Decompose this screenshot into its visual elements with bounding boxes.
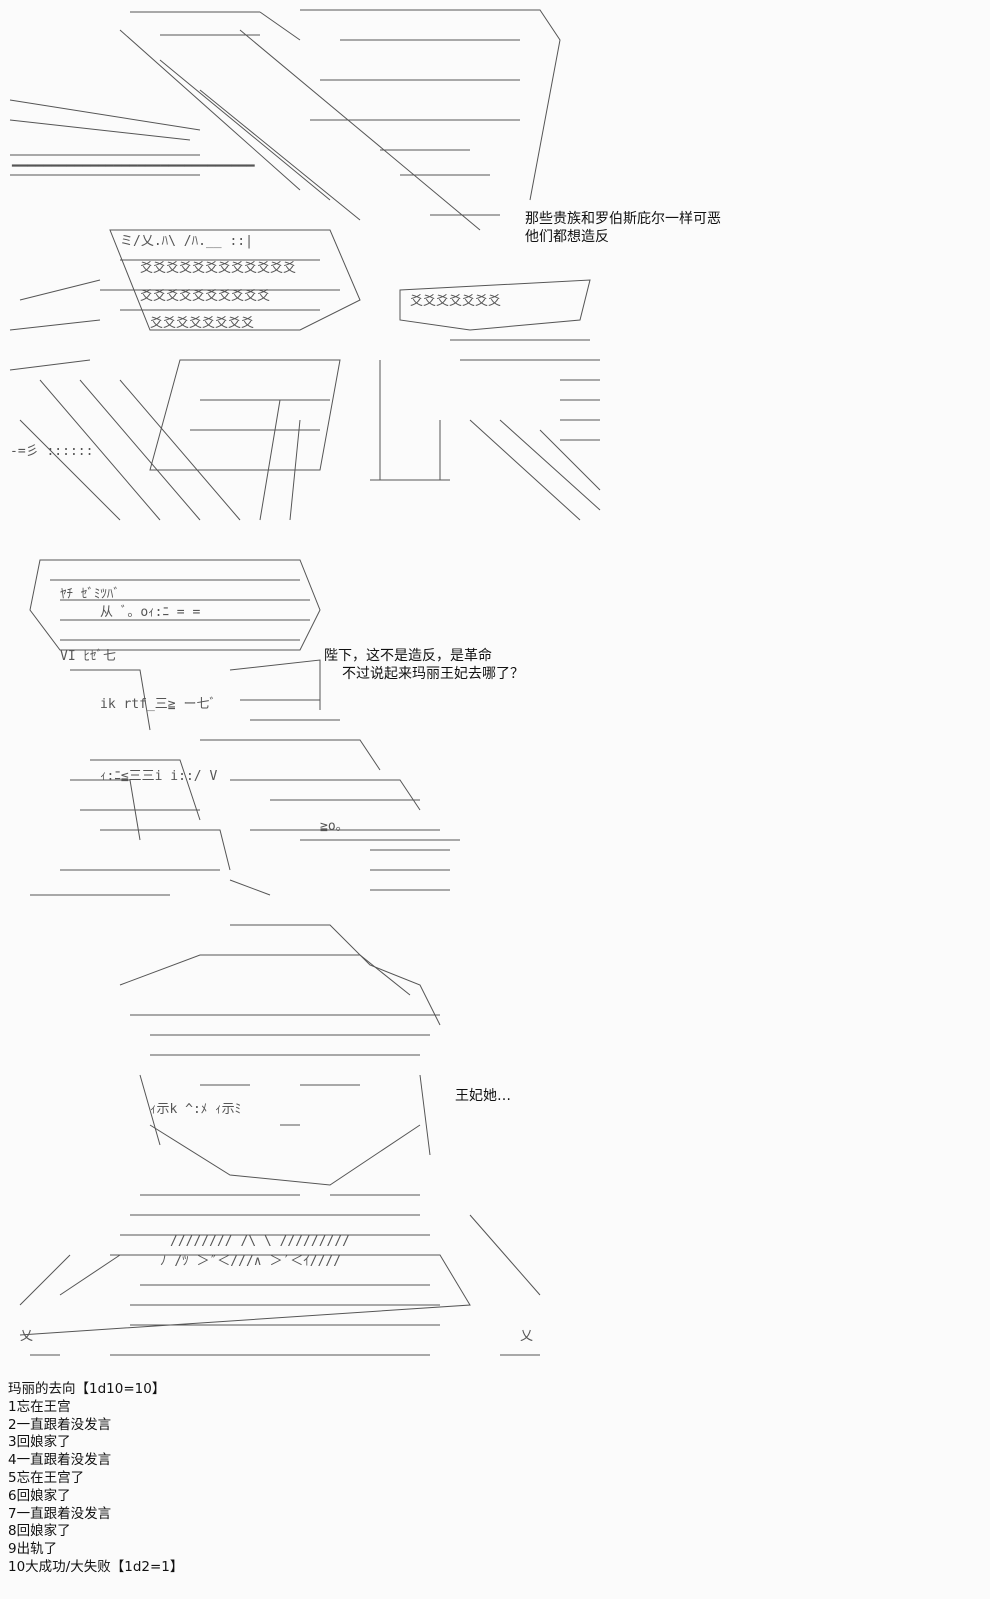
svg-text:ｨ:ﾆ≦三三i i::/ V: ｨ:ﾆ≦三三i i::/ V <box>100 769 217 784</box>
panel2-line-1: 陛下，这不是造反，是革命 <box>324 648 492 664</box>
svg-text:爻爻爻爻爻爻爻爻爻爻: 爻爻爻爻爻爻爻爻爻爻 <box>140 289 270 304</box>
roll-option: 7一直跟着没发言 <box>8 1505 112 1522</box>
svg-text:ik rtf_三≧ ー七ﾞ: ik rtf_三≧ ー七ﾞ <box>100 697 216 712</box>
svg-text:ﾔﾁ ｾﾞﾐﾂﾊﾞ: ﾔﾁ ｾﾞﾐﾂﾊﾞ <box>60 587 120 602</box>
svg-text:从 ﾞ。oｨ:ﾆ = =: 从 ﾞ。oｨ:ﾆ = = <box>100 605 200 620</box>
roll-option: 3回娘家了 <box>8 1434 71 1451</box>
svg-text:━━━━━━━━━━━━━━━━━━━━━━━━━━━━━━: ━━━━━━━━━━━━━━━━━━━━━━━━━━━━━━━ <box>11 159 255 174</box>
panel1-line-1: 那些贵族和罗伯斯庇尔一样可恶 <box>525 211 721 227</box>
svg-text://////// /\ \ /////////: //////// /\ \ ///////// <box>170 1234 350 1249</box>
roll-option: 2一直跟着没发言 <box>8 1416 112 1433</box>
roll-option: 9出轨了 <box>8 1541 58 1558</box>
panel1-dialogue: 那些贵族和罗伯斯庇尔一样可恶 他们都想造反 <box>525 210 721 246</box>
girl-ascii-art: ｨ示k ^:ﾒ ｨ示ﾐ //////// /\ \ ///////// ﾉ /ﾂ… <box>19 924 541 1356</box>
panel2-line-2: 不过说起来玛丽王妃去哪了？ <box>342 666 524 682</box>
svg-text:乂: 乂 <box>520 1329 533 1344</box>
svg-text:-=彡 ::::::: -=彡 :::::: <box>10 444 93 459</box>
panel1-line-2: 他们都想造反 <box>525 229 609 245</box>
roll-title: 玛丽的去向【1d10=10】 <box>8 1381 166 1397</box>
svg-text:ミ/乂.ﾊ\ /ﾊ.__ ::|: ミ/乂.ﾊ\ /ﾊ.__ ::| <box>120 234 253 249</box>
svg-text:ｨ示k ^:ﾒ ｨ示ﾐ: ｨ示k ^:ﾒ ｨ示ﾐ <box>150 1102 241 1117</box>
roll-option: 6回娘家了 <box>8 1487 71 1504</box>
hooded-speaker-ascii-art: ﾔﾁ ｾﾞﾐﾂﾊﾞ 从 ﾞ。oｨ:ﾆ = = VI ﾋｾﾞ七 ik rtf_三≧… <box>29 559 460 896</box>
svg-text:爻爻爻爻爻爻爻爻爻爻爻爻: 爻爻爻爻爻爻爻爻爻爻爻爻 <box>140 261 296 276</box>
king-ascii-art: ━━━━━━━━━━━━━━━━━━━━━━━━━━━━━━━ ミ/乂.ﾊ\ /… <box>9 9 601 521</box>
svg-text:乂: 乂 <box>20 1329 33 1344</box>
panel3-dialogue: 王妃她… <box>455 1087 511 1105</box>
svg-text:≧o。: ≧o。 <box>320 819 349 834</box>
svg-text:爻爻爻爻爻爻爻爻: 爻爻爻爻爻爻爻爻 <box>150 316 254 331</box>
roll-option: 4一直跟着没发言 <box>8 1452 112 1469</box>
dice-roll-results: 玛丽的去向【1d10=10】 1忘在王宫 2一直跟着没发言 3回娘家了 4一直跟… <box>8 1381 183 1577</box>
panel2-dialogue: 陛下，这不是造反，是革命 不过说起来玛丽王妃去哪了？ <box>324 647 524 683</box>
panel3-line-1: 王妃她… <box>455 1088 511 1104</box>
svg-text:VI ﾋｾﾞ七: VI ﾋｾﾞ七 <box>60 649 116 664</box>
roll-option: 8回娘家了 <box>8 1523 71 1540</box>
roll-option: 1忘在王宫 <box>8 1398 71 1415</box>
roll-option: 5忘在王宫了 <box>8 1469 85 1486</box>
roll-option: 10大成功/大失败【1d2=1】 <box>8 1558 184 1575</box>
svg-text:ﾉ /ﾂ ＞″＜///∧ ＞′＜ｲ////: ﾉ /ﾂ ＞″＜///∧ ＞′＜ｲ//// <box>160 1254 341 1269</box>
svg-text:爻爻爻爻爻爻爻: 爻爻爻爻爻爻爻 <box>410 294 501 309</box>
